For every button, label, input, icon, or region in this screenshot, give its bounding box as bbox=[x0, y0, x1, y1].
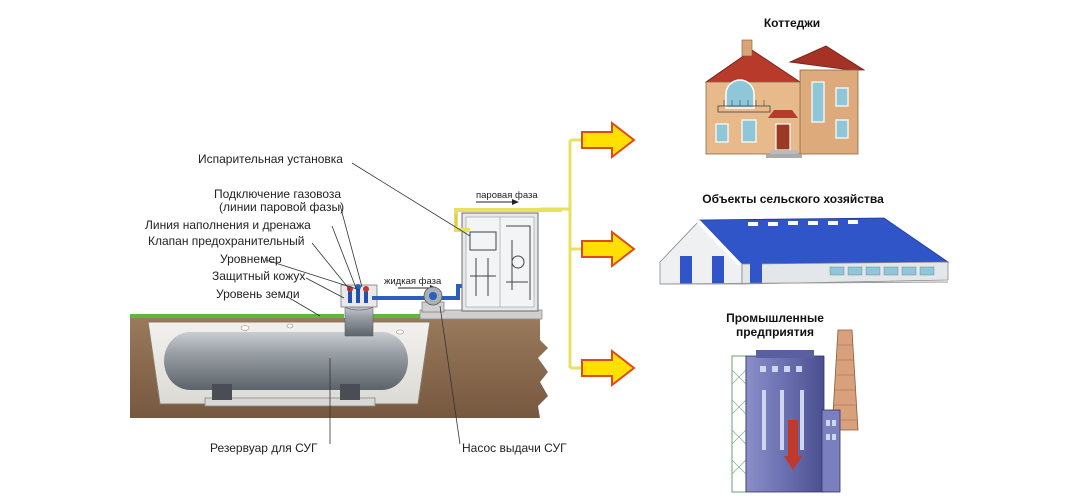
evaporator-cabinet bbox=[454, 208, 562, 312]
label-pump: Насос выдачи СУГ bbox=[462, 441, 567, 455]
label-protective-cover: Защитный кожух bbox=[212, 269, 305, 283]
label-level-gauge: Уровнемер bbox=[220, 252, 282, 266]
industrial-illustration bbox=[731, 329, 859, 493]
title-cottages: Коттеджи bbox=[764, 16, 820, 30]
label-tanker-connection: Подключение газовоза bbox=[214, 187, 341, 201]
label-liquid-phase: жидкая фаза bbox=[384, 276, 442, 287]
consumer-titles: Коттеджи Объекты сельского хозяйства Про… bbox=[702, 16, 884, 339]
supply-arrow-industrial bbox=[581, 348, 636, 388]
tank-base-plate bbox=[204, 397, 376, 407]
arrow-right-icon bbox=[581, 120, 636, 160]
distribution-main bbox=[540, 138, 584, 370]
supply-arrow-agriculture bbox=[581, 229, 636, 269]
title-industrial-line2: предприятия bbox=[736, 325, 814, 339]
roof-vents bbox=[748, 220, 858, 226]
label-vapor-phase: паровая фаза bbox=[476, 190, 538, 201]
title-industrial-line1: Промышленные bbox=[726, 311, 824, 325]
label-tanker-connection-sub: (линии паровой фазы) bbox=[219, 200, 344, 214]
arrow-right-icon bbox=[581, 229, 636, 269]
vapor-phase-arrow bbox=[476, 199, 519, 205]
label-ground-level: Уровень земли bbox=[216, 287, 300, 301]
label-fill-drain: Линия наполнения и дренажа bbox=[145, 218, 311, 232]
callout-labels: Испарительная установка Подключение газо… bbox=[145, 152, 567, 455]
label-evaporator: Испарительная установка bbox=[198, 152, 343, 166]
label-reservoir: Резервуар для СУГ bbox=[210, 441, 318, 455]
title-agriculture: Объекты сельского хозяйства bbox=[702, 192, 884, 206]
leader-lines bbox=[265, 162, 471, 445]
tank-support-left bbox=[212, 384, 232, 400]
tank-support-right bbox=[340, 384, 360, 400]
evaporator-internals bbox=[469, 225, 531, 300]
label-safety-valve: Клапан предохранительный bbox=[148, 234, 304, 248]
tank-right-end bbox=[356, 332, 408, 390]
tank-body bbox=[190, 332, 382, 390]
protective-cover bbox=[340, 284, 378, 308]
supply-arrow-cottages bbox=[581, 120, 636, 160]
tank-left-end bbox=[164, 332, 216, 390]
lpg-tank bbox=[164, 301, 408, 400]
cottage-illustration bbox=[704, 39, 866, 158]
valves-icon bbox=[347, 284, 369, 303]
pump bbox=[421, 286, 445, 313]
barn-illustration bbox=[659, 217, 950, 285]
arrow-right-icon bbox=[581, 348, 636, 388]
pebbles bbox=[196, 323, 404, 338]
tank-manhole bbox=[344, 305, 374, 337]
